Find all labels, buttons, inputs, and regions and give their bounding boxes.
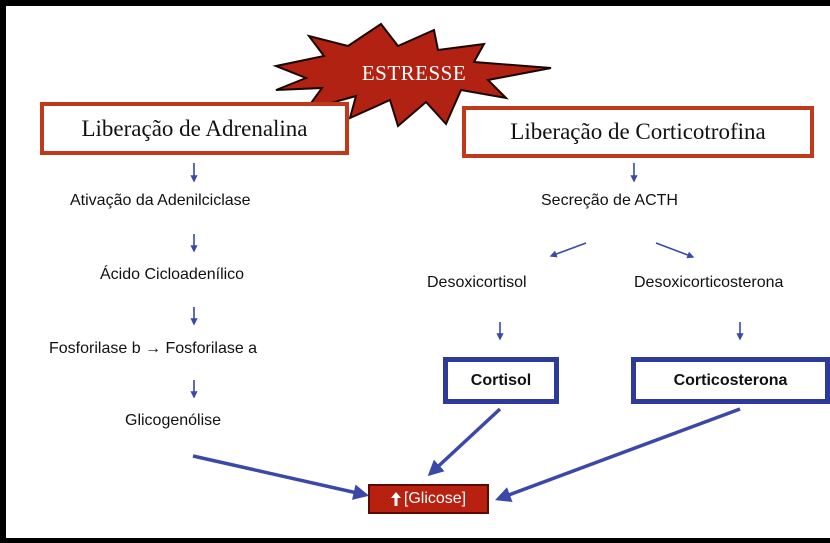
arrow-corticosterona-to-glicose (495, 407, 741, 502)
stress-label: ESTRESSE (361, 61, 467, 85)
result-glicose: [Glicose] (368, 484, 489, 514)
arrow-cortisol-to-glicose (427, 407, 502, 477)
arrow-acth-right (655, 242, 695, 259)
header-corticotrofina: Liberação de Corticotrofina (462, 106, 814, 158)
result-label: [Glicose] (403, 490, 467, 507)
arrows-layer (190, 22, 744, 502)
step-glicogenolise: Glicogenólise (125, 412, 222, 429)
step-acth: Secreção de ACTH (541, 192, 678, 209)
up-arrow-icon (390, 492, 401, 506)
step-fosforilase: Fosforilase b → Fosforilase a (49, 340, 258, 357)
hormone-cortisol: Cortisol (443, 357, 559, 404)
step-acido-cicloadenilico: Ácido Cicloadenílico (100, 266, 245, 283)
precursor-desoxicortisol: Desoxicortisol (427, 274, 527, 291)
arrow-glicogenolise-to-glicose (192, 454, 370, 500)
step-adenilciclase: Ativação da Adenilciclase (70, 192, 251, 209)
precursor-desoxicorticosterona: Desoxicorticosterona (634, 274, 784, 291)
header-adrenalina: Liberação de Adrenalina (40, 102, 349, 155)
arrow-acth-left (549, 242, 587, 258)
hormone-corticosterona: Corticosterona (631, 357, 830, 404)
